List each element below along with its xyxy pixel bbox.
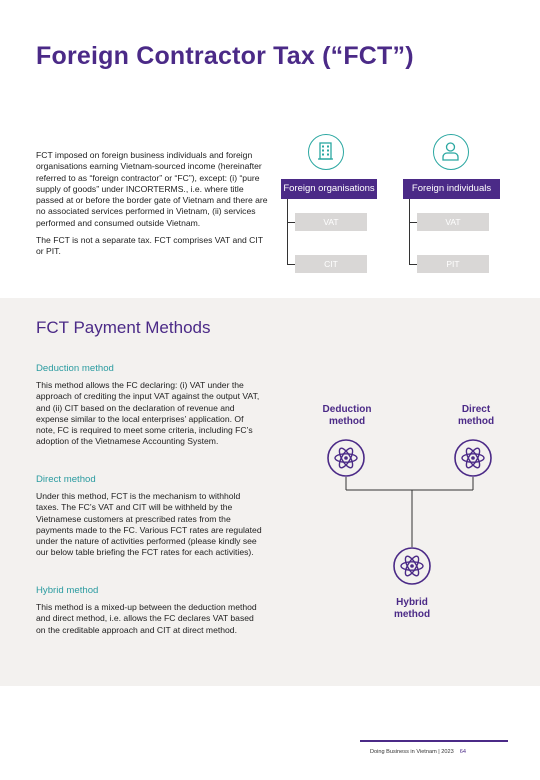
direct-label-line-2: method [457, 416, 495, 427]
foreign-individuals-header: Foreign individuals [403, 179, 500, 199]
hybrid-method-label: Hybrid method [377, 597, 447, 621]
hybrid-label-line-2: method [393, 609, 431, 620]
hybrid-label-line-1: Hybrid [396, 597, 428, 608]
direct-atom-icon [454, 439, 492, 477]
org-cit-box: CIT [295, 255, 367, 273]
intro-paragraph-2: The FCT is not a separate tax. FCT compr… [36, 235, 263, 257]
direct-method-text: Under this method, FCT is the mechanism … [36, 491, 262, 558]
ind-tree-branch-2 [409, 264, 417, 265]
org-tree-branch-1 [287, 222, 295, 223]
deduction-label-line-2: method [328, 416, 366, 427]
deduction-method-heading: Deduction method [36, 363, 114, 374]
footer-text: Doing Business in Vietnam | 2023 [370, 749, 454, 755]
direct-method-heading: Direct method [36, 474, 96, 485]
payment-methods-section [0, 298, 540, 686]
intro-text: FCT imposed on foreign business individu… [36, 150, 268, 264]
deduction-label-line-1: Deduction [322, 404, 372, 415]
deduction-atom-icon [327, 439, 365, 477]
direct-method-label: Direct method [440, 404, 512, 428]
deduction-method-text: This method allows the FC declaring: (i)… [36, 380, 260, 447]
deduction-method-label: Deduction method [312, 404, 382, 428]
ind-tree-branch-1 [409, 222, 417, 223]
foreign-organisations-header: Foreign organisations [281, 179, 377, 199]
org-tree-vertical [287, 199, 288, 265]
footer: Doing Business in Vietnam | 2023 64 [370, 749, 466, 755]
org-vat-box: VAT [295, 213, 367, 231]
intro-paragraph-1: FCT imposed on foreign business individu… [36, 150, 268, 228]
section-title: FCT Payment Methods [36, 318, 211, 337]
ind-tree-vertical [409, 199, 410, 265]
hybrid-atom-icon [393, 547, 431, 585]
footer-rule [360, 740, 508, 742]
page-title: Foreign Contractor Tax (“FCT”) [36, 42, 414, 70]
person-icon [433, 134, 469, 170]
page-number: 64 [459, 749, 466, 755]
hybrid-method-text: This method is a mixed-up between the de… [36, 602, 257, 635]
ind-vat-box: VAT [417, 213, 489, 231]
hybrid-method-heading: Hybrid method [36, 585, 99, 596]
direct-label-line-1: Direct [461, 404, 491, 415]
building-icon [308, 134, 344, 170]
ind-pit-box: PIT [417, 255, 489, 273]
org-tree-branch-2 [287, 264, 295, 265]
